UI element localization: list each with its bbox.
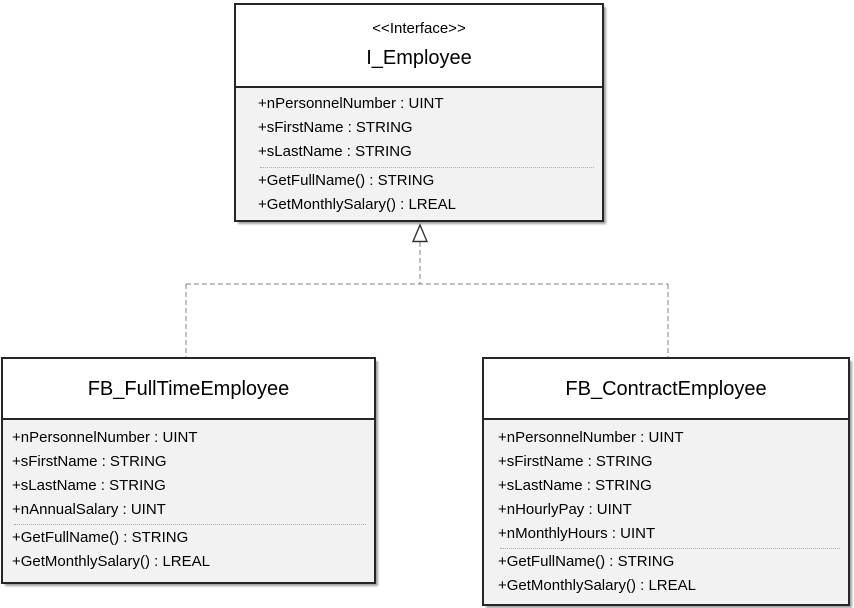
attribute-row: +nPersonnelNumber : UINT (258, 95, 444, 112)
method-row: +GetMonthlySalary() : LREAL (12, 553, 210, 570)
interface-attributes: +nPersonnelNumber : UINT +sFirstName : S… (258, 92, 598, 164)
interface-compartment: +nPersonnelNumber : UINT +sFirstName : S… (236, 88, 602, 217)
attribute-method-separator (260, 167, 594, 168)
class-methods: +GetFullName() : STRING +GetMonthlySalar… (12, 526, 370, 574)
attribute-row: +sFirstName : STRING (12, 453, 167, 470)
class-compartment: +nPersonnelNumber : UINT +sFirstName : S… (484, 420, 848, 598)
attribute-method-separator (14, 524, 366, 525)
attribute-row: +nHourlyPay : UINT (498, 501, 632, 518)
method-row: +GetFullName() : STRING (12, 529, 189, 546)
interface-header: <<Interface>> I_Employee (236, 5, 602, 88)
attribute-row: +sFirstName : STRING (258, 119, 413, 136)
realization-triangle-arrowhead (411, 223, 429, 243)
attribute-row: +nPersonnelNumber : UINT (498, 429, 684, 446)
attribute-row: +nMonthlyHours : UINT (498, 525, 656, 542)
class-attributes: +nPersonnelNumber : UINT +sFirstName : S… (498, 426, 844, 546)
method-row: +GetFullName() : STRING (498, 553, 675, 570)
class-methods: +GetFullName() : STRING +GetMonthlySalar… (498, 550, 844, 598)
attribute-row: +sLastName : STRING (498, 477, 652, 494)
class-attributes: +nPersonnelNumber : UINT +sFirstName : S… (12, 426, 370, 522)
method-row: +GetMonthlySalary() : LREAL (498, 577, 696, 594)
attribute-row: +nPersonnelNumber : UINT (12, 429, 198, 446)
interface-methods: +GetFullName() : STRING +GetMonthlySalar… (258, 169, 598, 217)
attribute-row: +sLastName : STRING (258, 143, 412, 160)
class-box-fb-contractemployee: FB_ContractEmployee +nPersonnelNumber : … (482, 357, 850, 606)
method-row: +GetMonthlySalary() : LREAL (258, 196, 456, 213)
class-compartment: +nPersonnelNumber : UINT +sFirstName : S… (3, 420, 374, 574)
interface-stereotype-label: <<Interface>> (372, 19, 466, 37)
attribute-row: +sLastName : STRING (12, 477, 166, 494)
class-box-fb-fulltimeemployee: FB_FullTimeEmployee +nPersonnelNumber : … (1, 357, 376, 584)
attribute-row: +nAnnualSalary : UINT (12, 501, 166, 518)
interface-name-label: I_Employee (366, 46, 472, 69)
class-name-label: FB_ContractEmployee (565, 377, 767, 400)
class-header: FB_FullTimeEmployee (3, 359, 374, 420)
class-header: FB_ContractEmployee (484, 359, 848, 420)
method-row: +GetFullName() : STRING (258, 172, 435, 189)
interface-box-i-employee: <<Interface>> I_Employee +nPersonnelNumb… (234, 3, 604, 222)
class-name-label: FB_FullTimeEmployee (87, 377, 290, 400)
attribute-row: +sFirstName : STRING (498, 453, 653, 470)
attribute-method-separator (500, 548, 840, 549)
